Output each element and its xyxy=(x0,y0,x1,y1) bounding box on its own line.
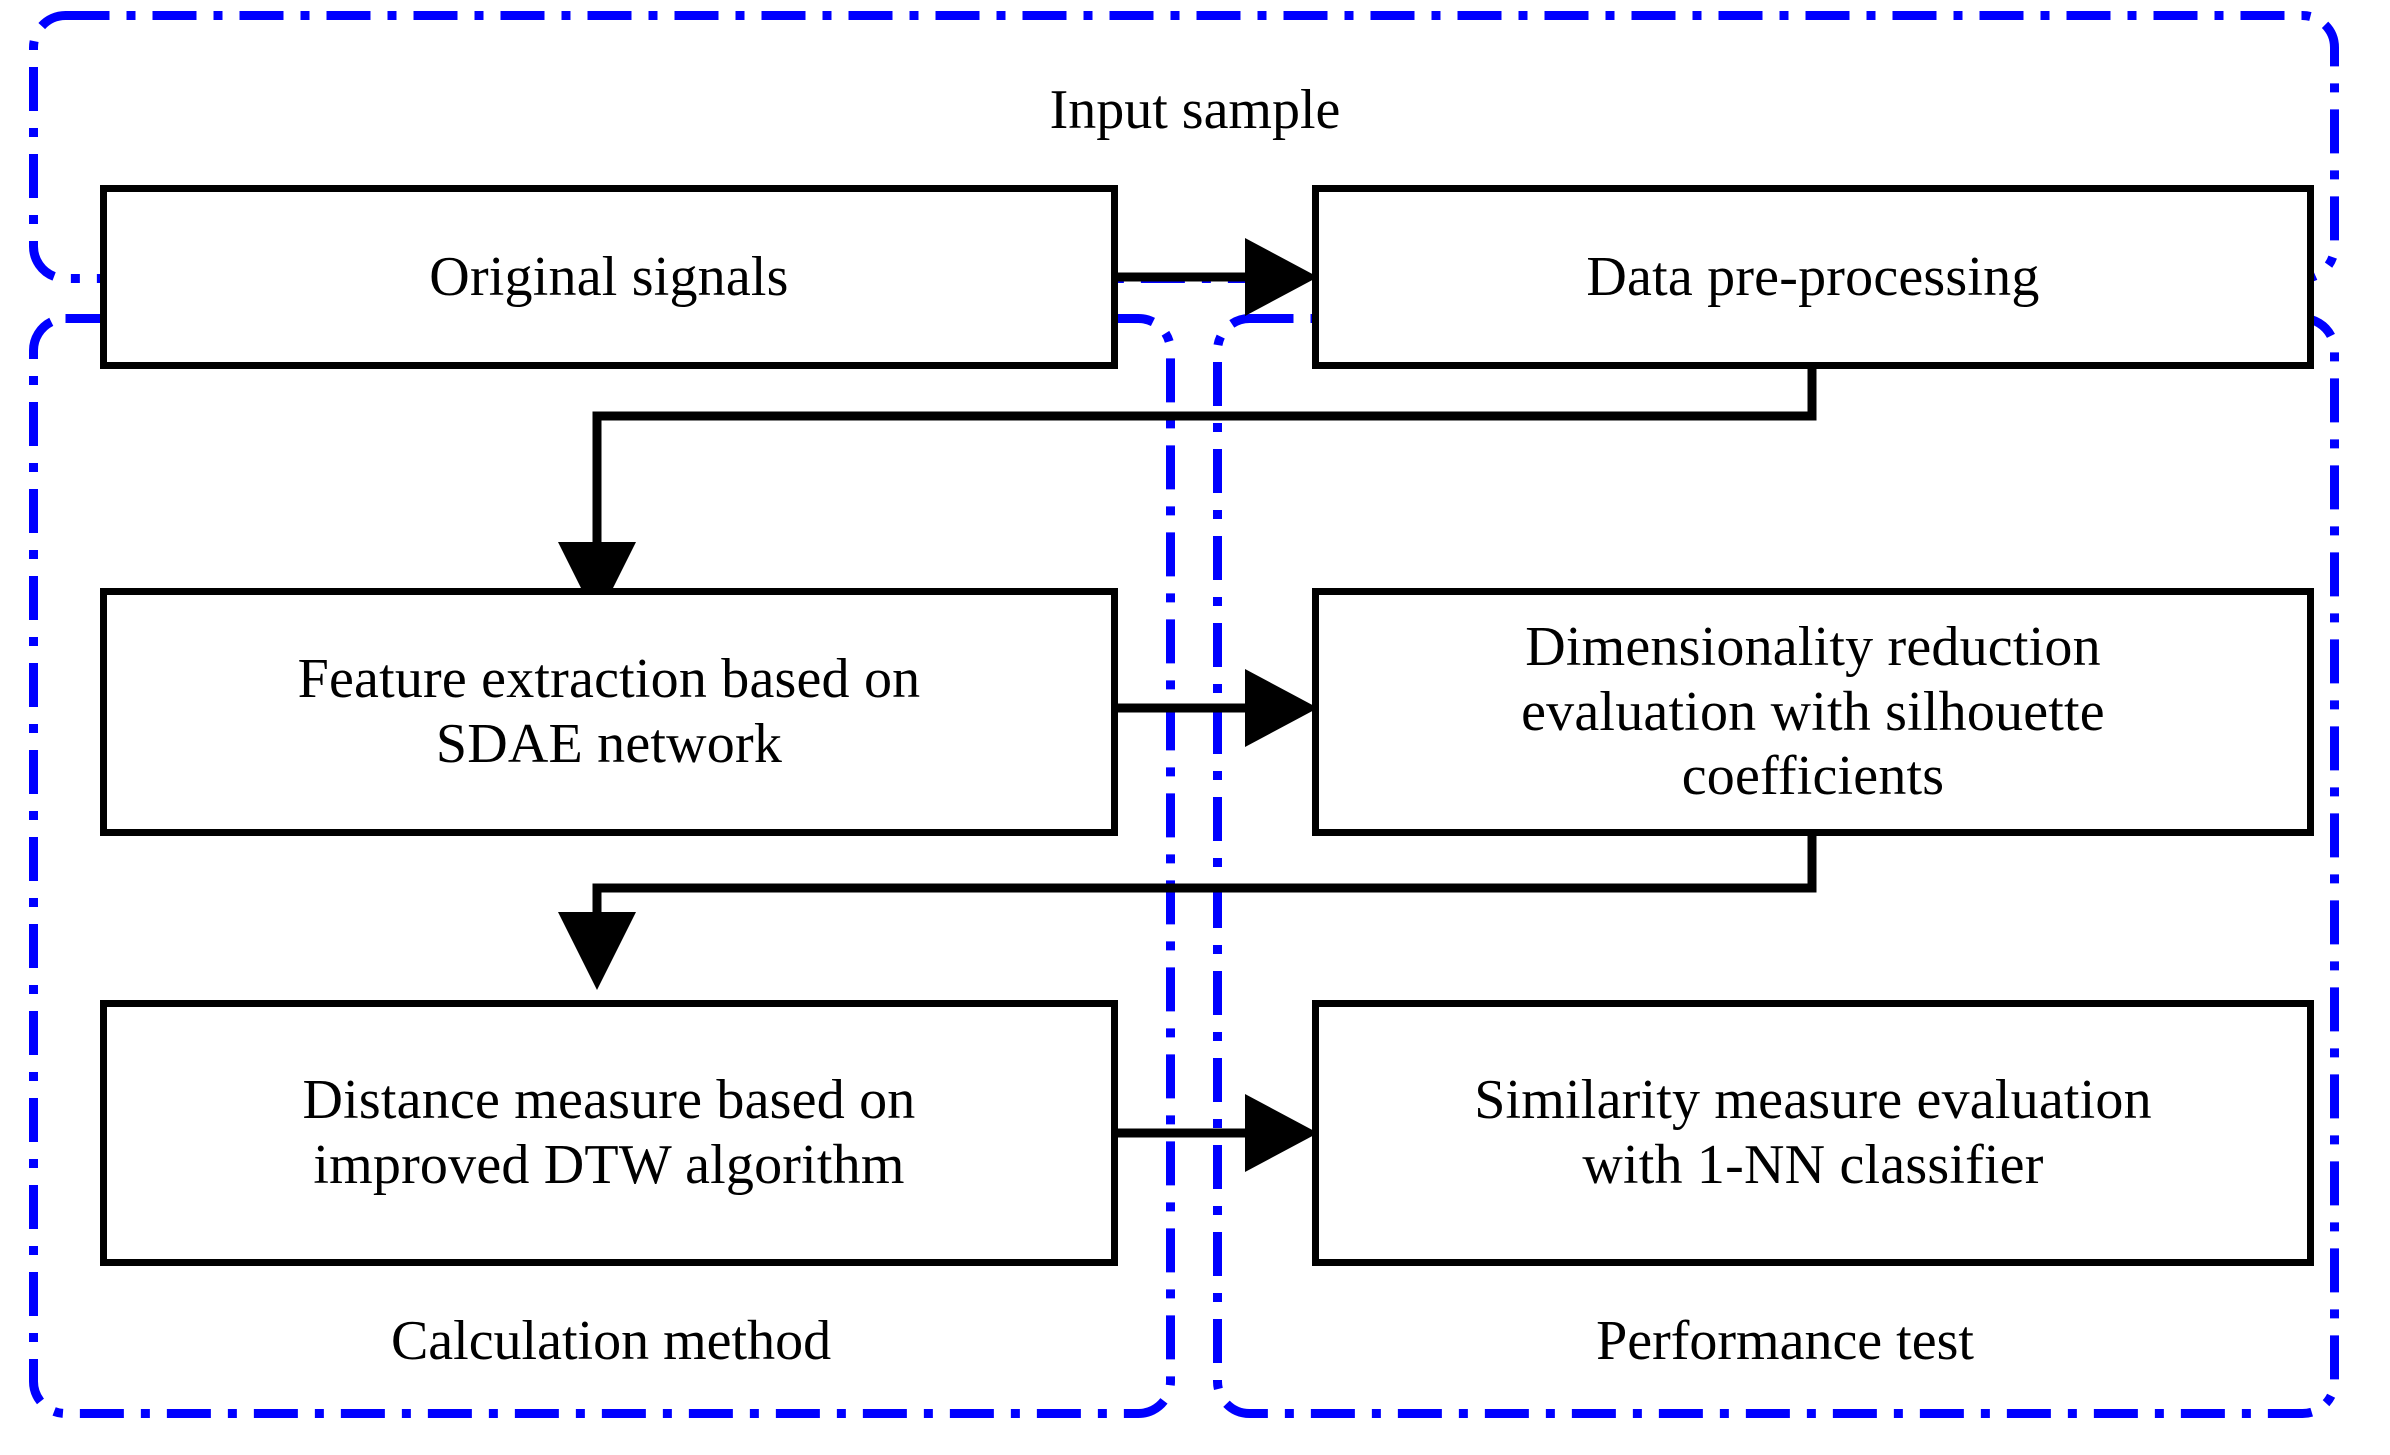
node-label-distance-measure: Distance measure based on improved DTW a… xyxy=(302,1069,916,1196)
group-caption-performance-test: Performance test xyxy=(1596,1310,1974,1372)
node-label-data-pre-processing: Data pre-processing xyxy=(1586,245,2040,308)
edge-data-pre-processing-to-feature-extraction xyxy=(558,362,1817,620)
group-caption-calculation-method: Calculation method xyxy=(390,1310,832,1372)
edge-distance-measure-to-similarity-measure xyxy=(1110,1094,1318,1172)
node-dimensionality-reduction[interactable]: Dimensionality reduction evaluation with… xyxy=(1312,588,2314,836)
node-label-original-signals: Original signals xyxy=(429,245,789,308)
edge-original-signals-to-data-pre-processing xyxy=(1110,238,1318,316)
group-caption-input-sample: Input sample xyxy=(1049,79,1341,141)
node-label-feature-extraction: Feature extraction based on SDAE network xyxy=(297,648,921,775)
node-distance-measure[interactable]: Distance measure based on improved DTW a… xyxy=(100,1000,1118,1266)
node-label-dimensionality-reduction: Dimensionality reduction evaluation with… xyxy=(1521,615,2105,808)
node-original-signals[interactable]: Original signals xyxy=(100,185,1118,369)
edge-dimensionality-reduction-to-distance-measure xyxy=(558,833,1817,990)
node-feature-extraction[interactable]: Feature extraction based on SDAE network xyxy=(100,588,1118,836)
node-label-similarity-measure: Similarity measure evaluation with 1-NN … xyxy=(1474,1069,2152,1196)
node-data-pre-processing[interactable]: Data pre-processing xyxy=(1312,185,2314,369)
edge-feature-extraction-to-dimensionality-reduction xyxy=(1110,669,1318,747)
node-similarity-measure[interactable]: Similarity measure evaluation with 1-NN … xyxy=(1312,1000,2314,1266)
